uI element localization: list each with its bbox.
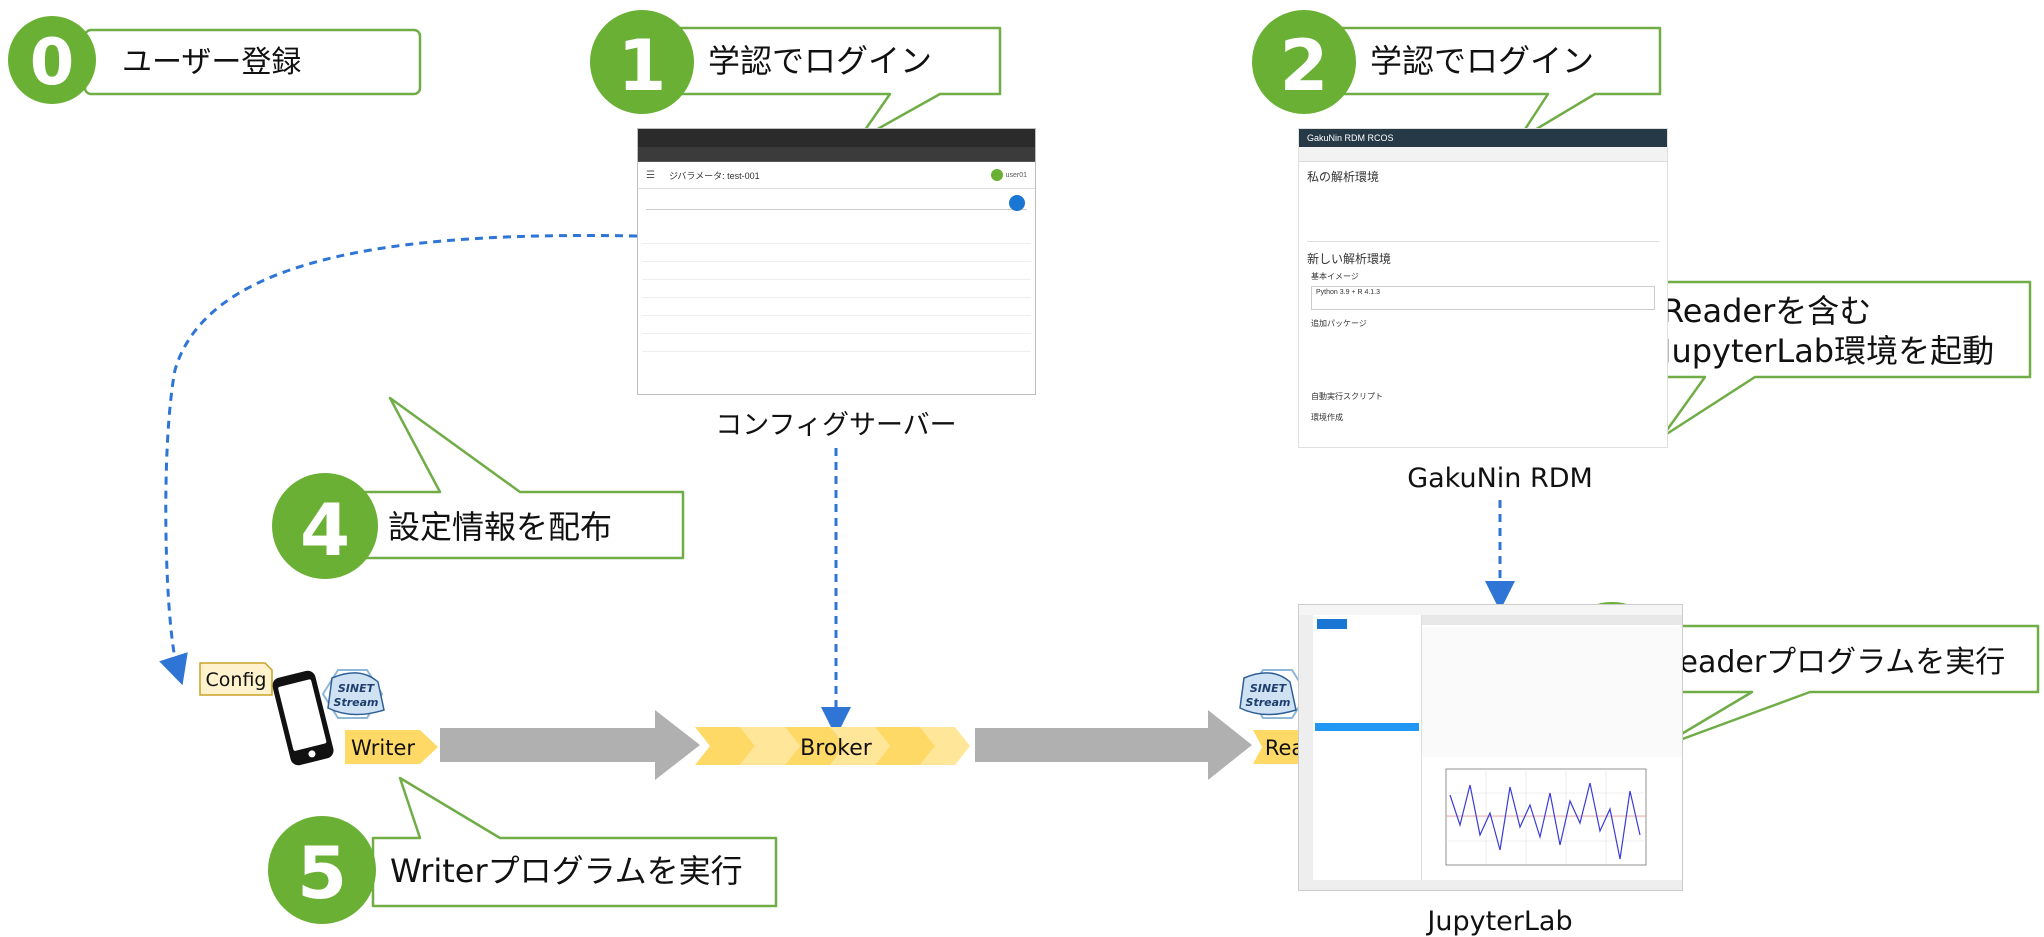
svg-text:SINET: SINET (338, 682, 376, 695)
step-5-number: 5 (297, 831, 347, 915)
step-4-callout (360, 396, 685, 560)
broker-chevron (695, 727, 755, 765)
step-4-number: 4 (300, 488, 350, 572)
step-5-text: Writerプログラムを実行 (390, 852, 743, 890)
step-2: 2 学認でログイン (1252, 10, 1662, 142)
broker-chevron (740, 727, 800, 765)
step-1-circle (590, 10, 694, 114)
config-distribution-arrow (159, 234, 638, 686)
jupyter-output-plot (1445, 768, 1647, 866)
gakunin-rdm-caption: GakuNin RDM (1407, 463, 1593, 494)
config-tag-label: Config (206, 669, 267, 691)
step-6-text: Readerプログラムを実行 (1660, 645, 2005, 680)
step-0-circle (8, 16, 96, 104)
step-1-text: 学認でログイン (708, 42, 932, 80)
step-0: 0 ユーザー登録 (8, 16, 422, 104)
jupyterlab-screenshot (1298, 604, 1683, 891)
writer-to-broker-arrow (440, 710, 700, 780)
step-4: 4 設定情報を配布 (272, 396, 685, 579)
user-avatar (990, 169, 1003, 181)
step-2-text: 学認でログイン (1370, 42, 1594, 80)
step-5-callout (371, 776, 778, 908)
svg-text:SINET: SINET (1250, 682, 1288, 695)
jupyterlab-caption: JupyterLab (1425, 906, 1572, 937)
config-server-screenshot: ☰ ジバラメータ: test-001 user01 (637, 128, 1036, 395)
step-1-number: 1 (618, 25, 667, 107)
svg-text:Stream: Stream (334, 696, 379, 709)
broker-to-reader-arrow (975, 710, 1252, 780)
step-5: 5 Writerプログラムを実行 (268, 776, 778, 924)
writer-label: Writer (351, 736, 415, 760)
broker-chevron (830, 727, 890, 765)
step-1-callout (663, 26, 1002, 142)
config-server-page-title: ジバラメータ: test-001 (668, 170, 760, 181)
rdm-section-title: 新しい解析環境 (1307, 252, 1392, 266)
smartphone-icon (272, 670, 334, 766)
step-5-circle (268, 816, 376, 924)
sinetstream-logo-writer: SINET Stream (321, 669, 385, 719)
sinetstream-logo-reader: SINET Stream (1239, 669, 1309, 719)
step-3-text-line2: JupyterLab環境を起動 (1660, 332, 1994, 370)
config-server-caption: コンフィグサーバー (715, 410, 956, 441)
step-4-text: 設定情報を配布 (388, 508, 612, 546)
step-3-text-line1: Readerを含む (1662, 292, 1871, 330)
broker-label: Broker (800, 736, 873, 761)
config-tag: Config (199, 662, 273, 696)
broker-chevron (875, 727, 935, 765)
rdm-brand: GakuNin RDM RCOS (1307, 133, 1394, 143)
step-2-circle (1252, 10, 1356, 114)
step-1: 1 学認でログイン (590, 10, 1002, 142)
broker-block: Broker (695, 727, 970, 765)
step-0-text: ユーザー登録 (122, 45, 301, 80)
gakunin-rdm-screenshot: GakuNin RDM RCOS 私の解析環境 新しい解析環境 基本イメージ P… (1298, 128, 1668, 448)
step-4-circle (272, 473, 378, 579)
broker-chevron (920, 727, 970, 765)
rdm-section-title: 私の解析環境 (1307, 170, 1380, 184)
step-0-number: 0 (30, 26, 75, 100)
step-2-callout (1323, 26, 1662, 142)
writer-block: Writer (345, 730, 438, 764)
writer-label-box (345, 730, 438, 764)
step-2-number: 2 (1280, 25, 1329, 107)
broker-chevron (785, 727, 845, 765)
svg-text:Stream: Stream (1246, 696, 1291, 709)
